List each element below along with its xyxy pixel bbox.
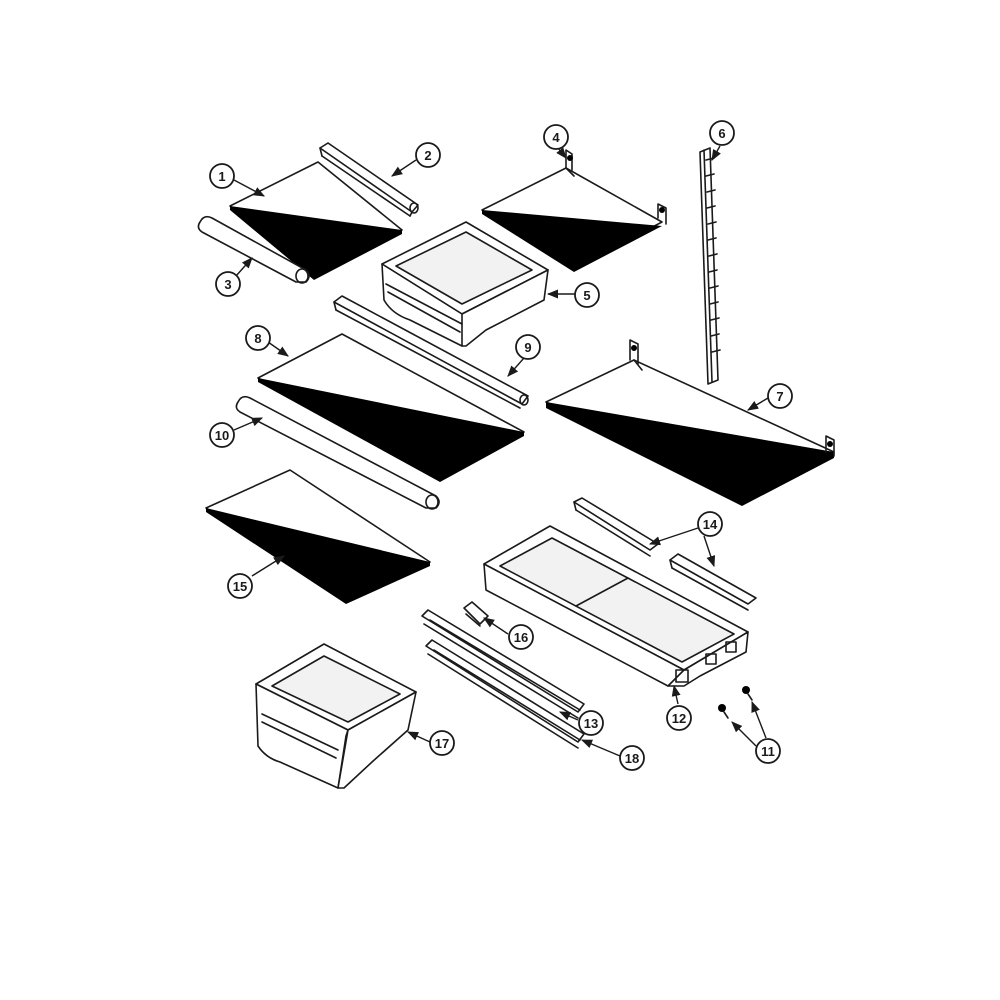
part-6-ladder-rail [699,147,721,385]
callout-label: 10 [215,428,229,443]
part-16-clip [463,601,489,627]
leader-2 [391,159,417,177]
leader-7 [747,397,769,411]
callout-label: 8 [254,331,261,346]
leader-11a [751,700,767,739]
callout-label: 16 [514,630,528,645]
part-4-cantilever-shelf-small [481,149,667,272]
leader-17 [406,731,431,743]
part-1-small-glass-shelf [229,161,403,280]
part-7-cantilever-shelf-large [545,339,835,506]
callout-17: 17 [429,730,455,756]
callout-3: 3 [215,271,241,297]
leader-13 [558,711,579,721]
callout-5: 5 [574,282,600,308]
part-2-rear-trim [319,142,419,217]
callout-9: 9 [515,334,541,360]
callout-14: 14 [697,511,723,537]
callout-label: 9 [524,340,531,355]
callout-1: 1 [209,163,235,189]
leader-lines [233,145,769,757]
leader-16 [483,617,509,635]
callout-4: 4 [543,124,569,150]
callout-11: 11 [755,738,781,764]
callout-13: 13 [578,710,604,736]
callout-label: 13 [584,716,598,731]
callout-label: 7 [776,389,783,404]
leader-8 [267,341,289,357]
callout-8: 8 [245,325,271,351]
part-3-front-trim [197,215,310,284]
callout-label: 3 [224,277,231,292]
callout-label: 15 [233,579,247,594]
part-18-slide-rail [425,639,585,749]
part-10-large-front-trim [235,395,440,510]
leader-6 [711,145,721,161]
part-15-crisper-cover-glass [205,469,431,604]
callout-16: 16 [508,624,534,650]
callout-label: 18 [625,751,639,766]
callout-label: 2 [424,148,431,163]
leader-12 [671,684,681,705]
part-17-large-drawer [255,643,417,789]
callout-18: 18 [619,745,645,771]
callout-10: 10 [209,422,235,448]
callout-label: 6 [718,126,725,141]
callout-label: 17 [435,736,449,751]
callout-6: 6 [709,120,735,146]
callout-label: 1 [218,169,225,184]
leader-10 [233,417,264,431]
leader-18 [580,739,621,757]
part-12-cover-frame [483,525,749,687]
callout-2: 2 [415,142,441,168]
callout-label: 11 [761,744,775,759]
part-14-cover-rail-right [669,553,757,611]
leader-15 [251,555,285,577]
callout-12: 12 [666,705,692,731]
callout-15: 15 [227,573,253,599]
part-13-slide-rail [421,609,585,719]
callout-label: 5 [583,288,590,303]
callout-label: 12 [672,711,686,726]
part-5-small-drawer [381,221,549,347]
callout-label: 14 [703,517,718,532]
leader-1 [233,179,265,197]
part-8-large-glass-shelf [257,333,525,482]
leader-4 [556,147,567,159]
callout-7: 7 [767,383,793,409]
leader-14b [703,535,716,568]
callout-label: 4 [552,130,560,145]
leader-14a [648,527,699,546]
part-9-large-rear-trim [333,295,529,409]
leader-11b [731,721,757,747]
leader-9 [507,357,525,377]
leader-3 [235,257,253,277]
part-11-screws [718,686,753,719]
